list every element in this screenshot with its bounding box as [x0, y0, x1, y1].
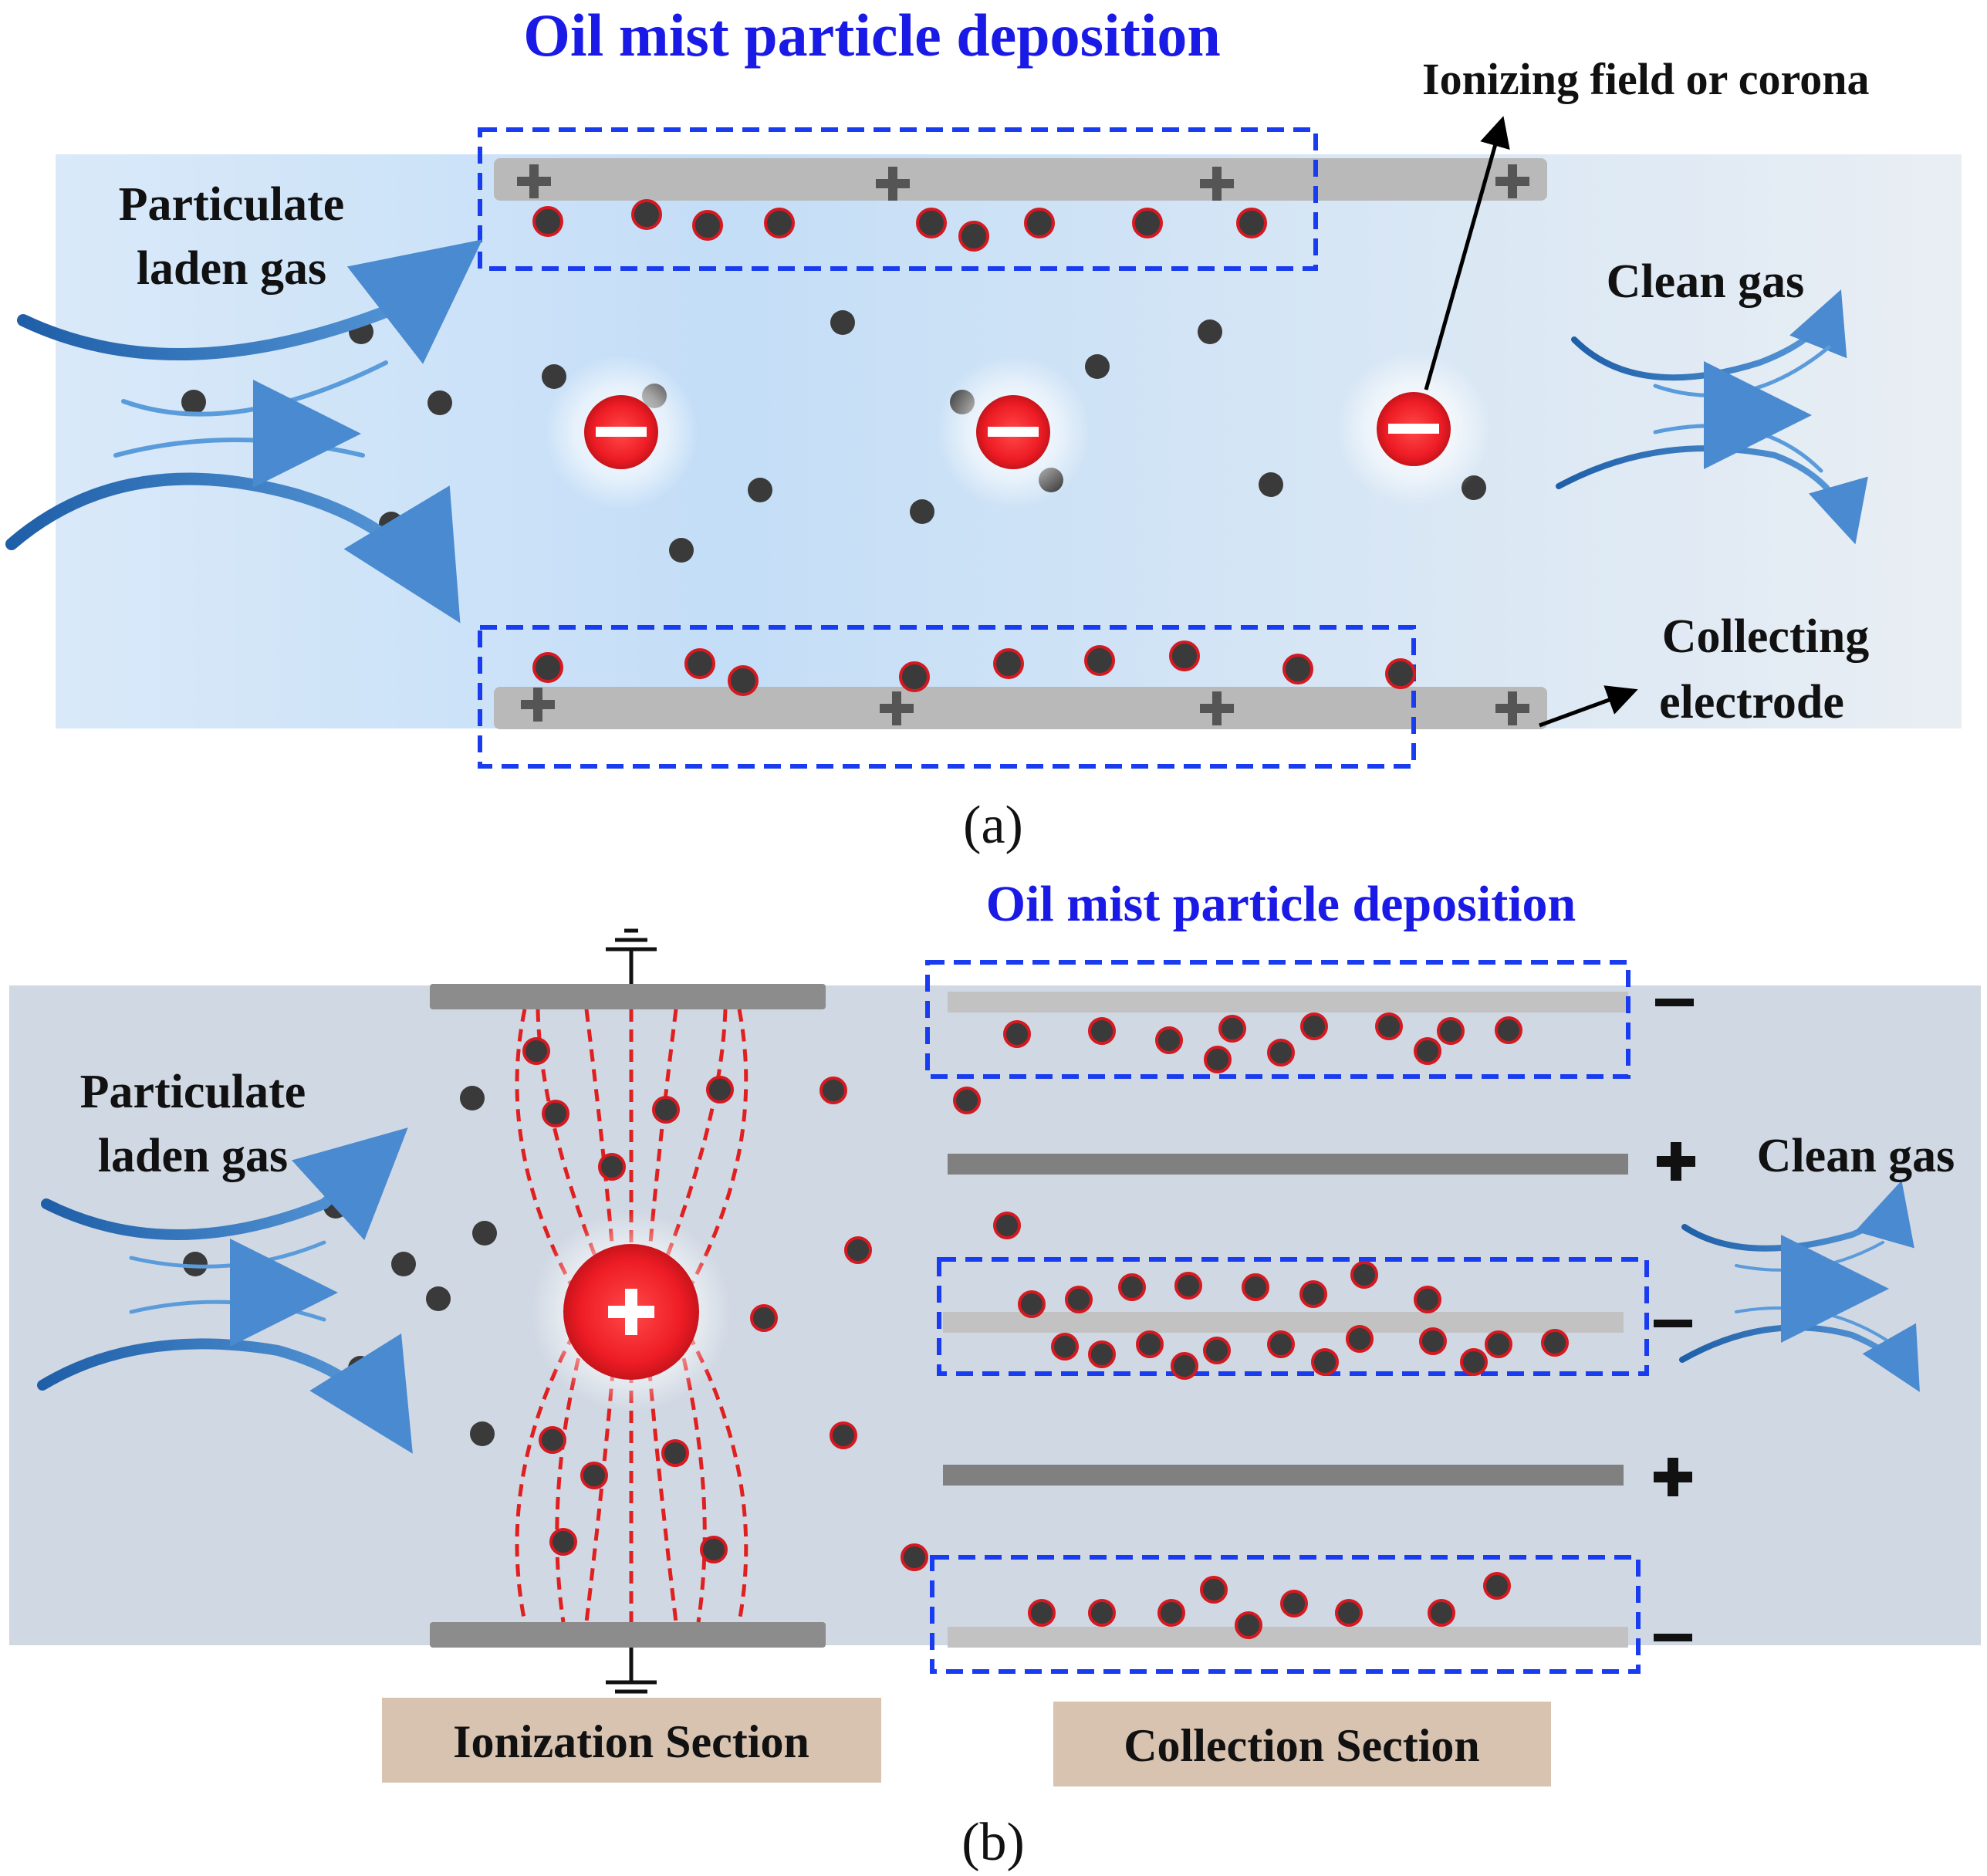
panel-b-caption: (b): [961, 1813, 1025, 1872]
ground-icon: [606, 1648, 657, 1703]
panel-b-collector-plate-4: [943, 1465, 1624, 1486]
panel-b-charged-particles: [522, 1012, 1569, 1639]
panel-b-ionization-section-label: Ionization Section: [453, 1716, 809, 1767]
panel-a-top-electrode: [494, 158, 1547, 201]
panel-b: Oil mist particle deposition Particulate…: [9, 876, 1981, 1872]
panel-b-inlet-arrows: [37, 1127, 413, 1454]
panel-b-inlet-label-line2: laden gas: [98, 1130, 288, 1182]
panel-a-plate-plus-signs: [517, 164, 1529, 725]
panel-b-collection-section-box: [1053, 1702, 1551, 1786]
panel-b-collector-plate-2: [948, 1154, 1628, 1175]
panel-a-deposition-box-top: [478, 127, 1318, 271]
panel-b-deposition-box-2: [937, 1257, 1649, 1376]
panel-a-inlet-label-line2: laden gas: [137, 242, 326, 295]
panel-b-collector-plate-1: [948, 992, 1628, 1012]
panel-a-deposited-particles-top: [532, 199, 1267, 252]
panel-a-corona-1: [544, 355, 698, 509]
panel-a-corona-pointer: [1424, 116, 1510, 390]
panel-b-plate-polarity-signs: [1654, 999, 1695, 1641]
panel-a-electrode-label-line2: electrode: [1659, 676, 1844, 728]
panel-a-outlet-label: Clean gas: [1607, 255, 1805, 308]
panel-b-ionizer-top-plate: [430, 984, 826, 1009]
panel-a-electrode-pointer: [1539, 685, 1638, 728]
panel-a-corona-2: [936, 355, 1090, 509]
panel-a-caption: (a): [963, 796, 1023, 855]
panel-b-ionizer-bottom-plate: [430, 1622, 826, 1648]
panel-a-inlet-arrows: [5, 239, 483, 624]
panel-b-corona: [531, 1212, 732, 1412]
panel-a-title: Oil mist particle deposition: [523, 2, 1220, 69]
panel-b-inlet-label-line1: Particulate: [80, 1066, 306, 1118]
panel-a-bottom-electrode: [494, 687, 1547, 729]
ground-icon: [606, 928, 657, 984]
panel-a-corona-label: Ionizing field or corona: [1422, 54, 1870, 104]
panel-a-deposition-box-bottom: [478, 625, 1416, 769]
panel-a-electrode-label-line1: Collecting: [1662, 610, 1870, 663]
panel-a: Oil mist particle deposition Ionizing fi…: [5, 2, 1962, 855]
panel-a-inlet-label-line1: Particulate: [119, 178, 345, 231]
panel-b-collector-plate-3: [943, 1312, 1624, 1333]
panel-b-outlet-arrows: [1679, 1180, 1920, 1392]
panel-b-collector-plate-5: [948, 1627, 1628, 1648]
panel-b-deposition-box-3: [930, 1555, 1641, 1674]
panel-b-deposition-box-1: [925, 960, 1630, 1079]
panel-a-deposited-particles-bottom: [532, 641, 1416, 696]
panel-b-outlet-label: Clean gas: [1757, 1130, 1955, 1182]
panel-a-corona-3: [1336, 352, 1491, 506]
panel-a-outlet-arrows: [1556, 289, 1868, 545]
panel-b-collection-section-label: Collection Section: [1124, 1720, 1480, 1771]
panel-b-ionization-section-box: [382, 1698, 881, 1783]
panel-b-title: Oil mist particle deposition: [986, 876, 1576, 932]
